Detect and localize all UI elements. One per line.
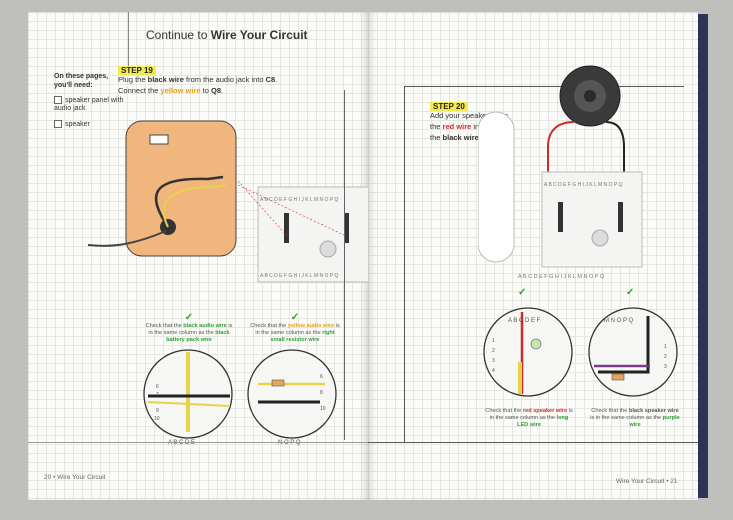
guide-line <box>237 180 289 238</box>
zoom-letters: A B C D E <box>168 440 195 446</box>
page-footer: Wire Your Circuit • 21 <box>616 478 678 485</box>
zoom-circle-red <box>483 307 573 397</box>
frame-line <box>404 86 405 442</box>
led <box>530 338 542 350</box>
needs-item: speaker <box>54 119 124 129</box>
zoom-circle-black <box>588 307 678 397</box>
yellow-wire <box>186 352 190 432</box>
right-page: STEP 20 Add your speaker! Plug the red w… <box>368 12 698 500</box>
needs-item: speaker panel with audio jack <box>54 96 124 113</box>
zoom-circles: A B C D E 6 7 9 10 N O P Q 6 8 10 <box>143 349 337 446</box>
title-prefix: Continue to <box>146 28 208 42</box>
yellow-audio-wire <box>162 184 227 228</box>
row-number: 9 <box>156 408 159 414</box>
yellow-wire <box>518 362 522 394</box>
step-badge: STEP 20 <box>430 96 468 114</box>
speaker-center <box>584 90 596 102</box>
row-number: 2 <box>664 354 667 360</box>
needs-header: On these pages, you'll need: <box>54 73 109 89</box>
component <box>319 240 337 258</box>
speaker-panel-illustration: A B C D E F G H I J K L M N O P Q A B C … <box>88 120 374 283</box>
frame-line <box>368 442 698 443</box>
red-speaker-wire <box>547 121 575 212</box>
speaker-panel-edge <box>478 111 515 263</box>
zoom-letters: M N O P Q <box>604 318 634 324</box>
page-footer: 20 • Wire Your Circuit <box>44 474 106 481</box>
panel-slot <box>149 134 169 145</box>
chip-pins <box>284 213 289 243</box>
row-number: 3 <box>492 358 495 364</box>
row-number: 4 <box>492 368 495 374</box>
row-number: 6 <box>156 384 159 390</box>
needs-item-label: speaker panel with audio jack <box>54 96 124 112</box>
chip-pins <box>344 213 349 243</box>
step-badge: STEP 19 <box>118 60 156 78</box>
check-icon: ✓ <box>290 312 300 323</box>
frame-line <box>404 86 684 87</box>
black-audio-wire <box>154 175 224 228</box>
row-number: 10 <box>320 406 326 412</box>
speaker-illustration: A B C D E F G H I J K L M N O P Q A B C … <box>478 65 643 280</box>
speaker-panel <box>125 120 237 257</box>
breadboard-letters-bottom: A B C D E F G H I J K L M N O P Q <box>518 274 605 280</box>
check-text: Check that the black audio wire is in th… <box>145 323 233 343</box>
book-edge <box>698 14 708 498</box>
chip-pins <box>618 202 623 232</box>
check-callout: ✓ Check that the yellow audio wire is in… <box>250 312 340 344</box>
breadboard-letters-top: A B C D E F G H I J K L M N O P Q <box>260 197 338 203</box>
check-text: Check that the yellow audio wire is in t… <box>250 323 340 343</box>
checkbox-icon <box>54 96 62 104</box>
check-text: Check that the red speaker wire is in th… <box>485 408 573 428</box>
row-number: 3 <box>664 364 667 370</box>
row-number: 8 <box>320 390 323 396</box>
row-number: 1 <box>492 338 495 344</box>
resistor <box>611 373 625 381</box>
breadboard-letters-top: A B C D E F G H I J K L M N O P Q <box>544 182 622 188</box>
left-page: Continue to Wire Your Circuit On these p… <box>28 12 374 500</box>
needs-panel: On these pages, you'll need: speaker pan… <box>54 72 124 129</box>
black-wire <box>598 316 650 374</box>
page-title: Continue to Wire Your Circuit <box>146 28 308 42</box>
chip-pins <box>558 202 563 232</box>
breadboard-letters-bottom: A B C D E F G H I J K L M N O P Q <box>260 273 338 279</box>
black-speaker-wire <box>605 121 625 212</box>
check-icon: ✓ <box>518 287 527 298</box>
zoom-letters: A B C D E F <box>508 318 541 324</box>
row-number: 6 <box>320 374 323 380</box>
checkbox-icon <box>54 119 62 128</box>
check-callout: ✓ Check that the black audio wire is in … <box>144 312 234 344</box>
row-number: 7 <box>156 392 159 398</box>
title-bold: Wire Your Circuit <box>210 28 308 42</box>
step-instruction: Plug the black wire from the audio jack … <box>118 75 278 95</box>
check-icon: ✓ <box>184 312 194 323</box>
title-rule <box>128 12 129 72</box>
frame-line <box>28 442 368 443</box>
audio-cable <box>88 230 167 247</box>
frame-line <box>344 90 345 440</box>
guide-line <box>237 184 349 238</box>
zoom-circles: A B C D E F 1 2 3 4 M N O P Q 1 2 3 <box>483 307 678 397</box>
zoom-circle-yellow <box>247 349 337 439</box>
row-number: 10 <box>154 416 160 422</box>
component <box>591 229 609 247</box>
row-number: 1 <box>664 344 667 350</box>
needs-item-label: speaker <box>65 120 90 128</box>
zoom-letters: N O P Q <box>278 440 301 446</box>
check-icon: ✓ <box>626 287 635 298</box>
row-number: 2 <box>492 348 495 354</box>
breadboard <box>257 186 374 283</box>
check-text: Check that the black speaker wire is in … <box>590 408 680 428</box>
yellow-wire-2 <box>147 401 231 407</box>
resistor <box>271 379 285 387</box>
